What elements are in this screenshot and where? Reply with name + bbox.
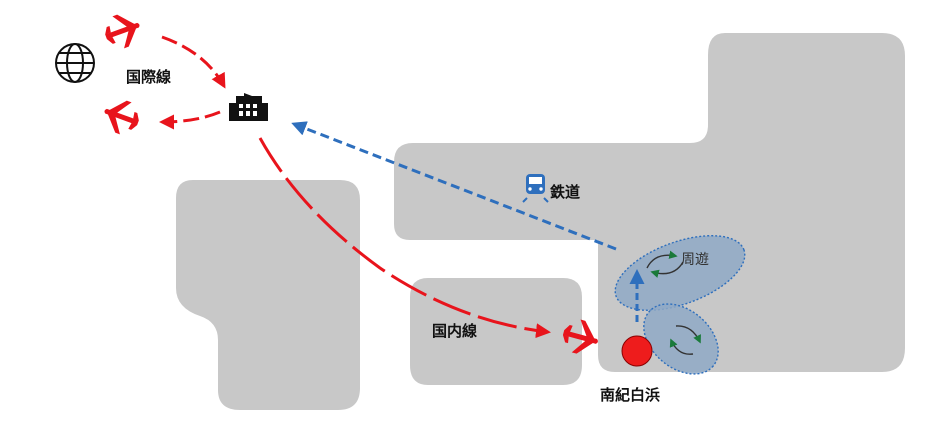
- railway-label: 鉄道: [550, 183, 580, 201]
- nanki-shirahama-label: 南紀白浜: [600, 386, 660, 404]
- railway-route: [291, 121, 617, 251]
- tour-zone-south: [643, 303, 719, 375]
- land-masses: [176, 33, 905, 410]
- international-arrival-route: [161, 35, 226, 89]
- land-south-island: [410, 278, 582, 385]
- factory-building-icon: [229, 93, 268, 121]
- train-icon: [522, 174, 549, 203]
- plane-inbound-icon: [100, 8, 146, 53]
- nanki-shirahama-airport-marker: [621, 335, 653, 367]
- tour-label: 周遊: [681, 252, 709, 268]
- domestic-flight-route: [258, 137, 551, 339]
- tour-zone-north: [614, 235, 746, 311]
- international-departure-route: [159, 110, 221, 130]
- land-west-island: [176, 180, 360, 410]
- tour-circulation-north: [646, 250, 684, 278]
- plane-outbound-icon: [98, 94, 144, 139]
- domestic-route-label: 国内線: [432, 322, 477, 340]
- tour-circulation-south: [669, 325, 701, 355]
- international-route-label: 国際線: [126, 68, 171, 86]
- globe-icon: [55, 43, 95, 83]
- land-main-island: [394, 33, 905, 372]
